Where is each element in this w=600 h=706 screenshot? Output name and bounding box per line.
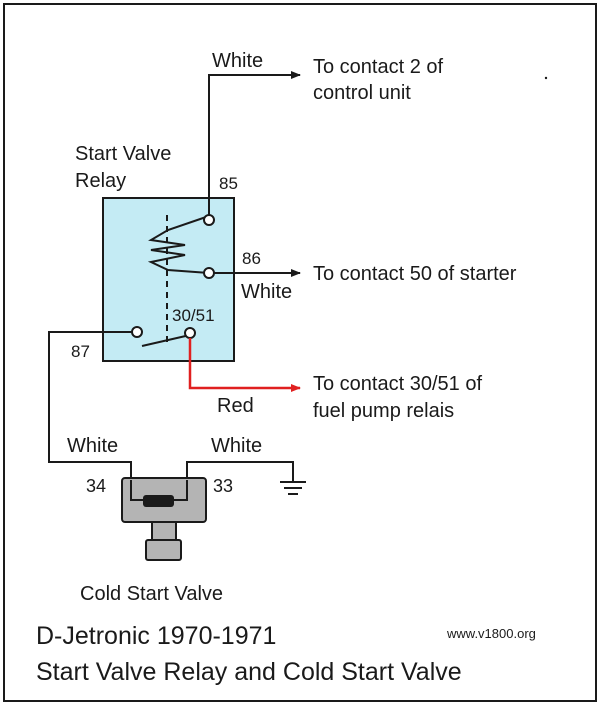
stray-dot [544, 76, 548, 80]
destination-fuel-pump-line1: To contact 30/51 of [313, 373, 482, 395]
wire-label-white-33: White [211, 435, 262, 457]
valve-terminal-label-33: 33 [213, 476, 233, 496]
valve-terminal-label-34: 34 [86, 476, 106, 496]
relay-switch-arm [141, 334, 191, 347]
footer-title-line2: Start Valve Relay and Cold Start Valve [36, 658, 462, 686]
valve-name: Cold Start Valve [80, 583, 223, 605]
relay-box [102, 197, 235, 362]
valve-coil [143, 495, 174, 507]
valve-terminal-33-pin [172, 480, 188, 501]
contact-30-51 [184, 327, 196, 339]
footer-website: www.v1800.org [446, 626, 536, 641]
cold-start-valve [121, 477, 207, 561]
wire-label-red-fuel-pump: Red [217, 395, 254, 417]
wire-label-white-control-unit: White [212, 50, 263, 72]
terminal-label-85: 85 [219, 174, 238, 193]
valve-nozzle-tip [145, 539, 182, 561]
footer-title-line1: D-Jetronic 1970-1971 [36, 622, 276, 650]
wire-85-control-unit [208, 71, 301, 215]
outer-frame [3, 3, 597, 702]
destination-control-unit-line2: control unit [313, 82, 411, 104]
wire-30-51-fuel-pump [188, 338, 301, 392]
destination-control-unit-line1: To contact 2 of [313, 56, 444, 78]
destination-fuel-pump-line2: fuel pump relais [313, 400, 454, 422]
wire-87-valve-34 [48, 331, 132, 500]
valve-terminal-34-pin [130, 480, 145, 501]
contact-87 [131, 326, 143, 338]
relay-name-line2: Relay [75, 170, 126, 192]
terminal-label-30-51: 30/51 [172, 306, 215, 325]
valve-nozzle [151, 521, 177, 541]
wire-label-white-starter: White [241, 281, 292, 303]
relay-internals [141, 215, 210, 347]
terminal-label-86: 86 [242, 249, 261, 268]
wire-label-white-34: White [67, 435, 118, 457]
terminal-label-87: 87 [71, 342, 90, 361]
contact-86 [203, 267, 215, 279]
relay-coil [147, 215, 210, 274]
contact-85 [203, 214, 215, 226]
destination-starter: To contact 50 of starter [313, 263, 517, 285]
relay-name-line1: Start Valve [75, 143, 171, 165]
